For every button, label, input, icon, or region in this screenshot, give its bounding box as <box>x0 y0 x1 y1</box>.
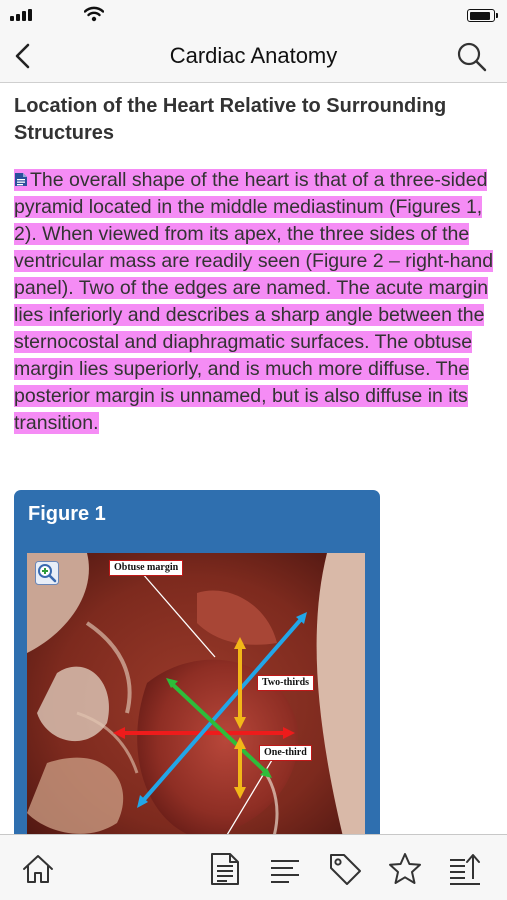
section-heading: Location of the Heart Relative to Surrou… <box>14 95 447 144</box>
note-icon[interactable] <box>14 172 28 187</box>
wifi-icon <box>84 6 104 22</box>
cellular-signal-icon <box>10 9 32 21</box>
zoom-in-icon[interactable] <box>35 561 59 585</box>
tag-icon[interactable] <box>327 851 363 887</box>
star-icon[interactable] <box>387 851 423 887</box>
list-icon[interactable] <box>267 851 303 887</box>
search-button[interactable] <box>455 40 489 74</box>
home-icon[interactable] <box>20 851 56 887</box>
navigation-bar: Cardiac Anatomy <box>0 30 507 82</box>
back-button[interactable] <box>6 38 42 74</box>
page-title: Cardiac Anatomy <box>169 43 338 68</box>
nav-divider <box>0 82 507 83</box>
battery-icon <box>467 9 498 22</box>
label-obtuse-margin: Obtuse margin <box>109 560 184 576</box>
figure-title: Figure 1 <box>28 503 106 525</box>
figure-card[interactable]: Figure 1 <box>14 490 380 834</box>
sort-icon[interactable] <box>447 851 483 887</box>
figure-image[interactable]: Obtuse margin Two-thirds One-third <box>27 553 365 834</box>
label-one-third: One-third <box>259 745 312 761</box>
article-content[interactable]: Location of the Heart Relative to Surrou… <box>0 83 507 834</box>
text-highlight[interactable]: The overall shape of the heart is that o… <box>14 169 494 434</box>
status-bar <box>0 0 507 30</box>
document-icon[interactable] <box>207 851 243 887</box>
highlighted-paragraph[interactable]: The overall shape of the heart is that o… <box>14 167 494 437</box>
dissection-photo <box>27 553 365 834</box>
bottom-toolbar <box>0 834 507 900</box>
paragraph-text: The overall shape of the heart is that o… <box>14 169 494 434</box>
label-two-thirds: Two-thirds <box>257 675 315 691</box>
